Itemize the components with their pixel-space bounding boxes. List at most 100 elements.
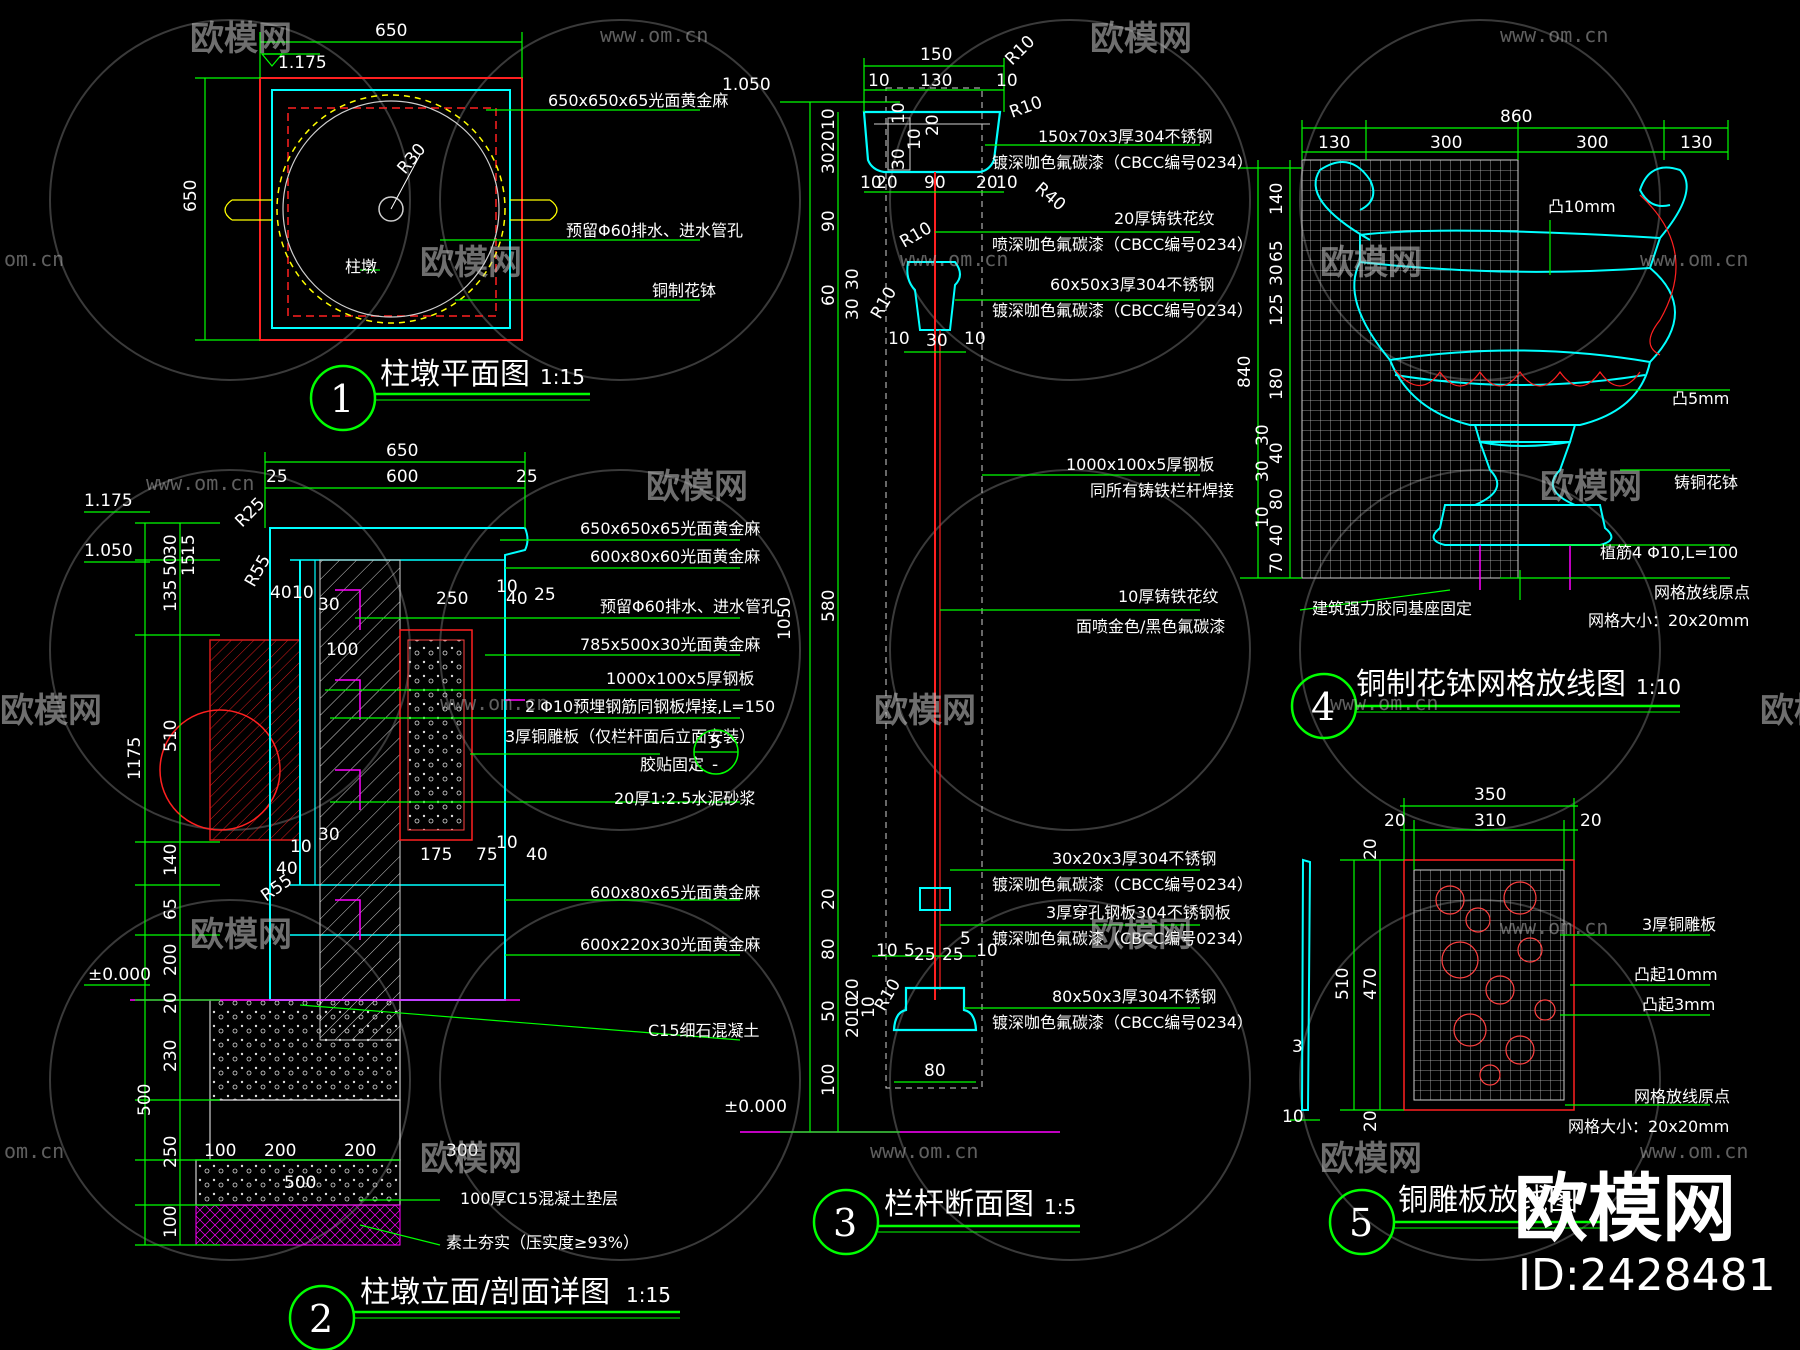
- d5-top-3: 20: [1580, 811, 1602, 831]
- d2-note-4: 1000x100x5厚钢板: [606, 669, 754, 688]
- watermark-url-2: om.cn: [4, 247, 64, 271]
- d5-left-0: 20: [1361, 838, 1381, 860]
- d3-top-6: R40: [1031, 179, 1069, 216]
- d2-number: 2: [309, 1297, 333, 1341]
- d2-scale: 1:15: [626, 1283, 671, 1307]
- d2-small-7: 10: [496, 577, 518, 597]
- d4-note-4: 网格放线原点: [1654, 583, 1750, 602]
- d3-left-15: 100: [819, 1064, 839, 1096]
- d4-note-3: 植筋4 Φ10,L=100: [1600, 543, 1738, 562]
- d2-small-5: 100: [326, 640, 358, 660]
- d2-left-dim-6: 140: [161, 844, 181, 876]
- d3-top-13: 30: [889, 148, 909, 170]
- d3-top-1: 10: [868, 71, 890, 91]
- d3-left-5: 30: [843, 268, 863, 290]
- d3-scale: 1:5: [1044, 1195, 1076, 1219]
- d4-left-0: 140: [1267, 183, 1287, 215]
- d3-left-10: 20: [843, 978, 863, 1000]
- d3-mid-3: 30: [926, 331, 948, 351]
- d1-note-3: 铜制花钵: [652, 281, 716, 300]
- d3-left-12: 10: [859, 996, 879, 1018]
- d2-elev-0: 1.175: [84, 491, 133, 511]
- d4-left-3: 125: [1267, 294, 1287, 326]
- d3-top-7: 10: [860, 173, 882, 193]
- d3-top-5: R10: [1007, 92, 1045, 122]
- d4-title: 铜制花钵网格放线图: [1356, 667, 1626, 702]
- drawing-2-elevation-section: 650 25 600 25 1.175 1.050 ±0.000 30 50 1…: [84, 441, 777, 1350]
- d3-left-3: 90: [819, 210, 839, 232]
- d1-number: 1: [330, 377, 354, 421]
- d3-note-0: 150x70x3厚304不锈钢: [1038, 127, 1213, 146]
- watermark-url-3: www.om.cn: [900, 247, 1008, 271]
- watermark-url-6: www.om.cn: [440, 691, 548, 715]
- d2-small-18: 100: [204, 1141, 236, 1161]
- d3-note-11: 镀深咖色氟碳漆（CBCC编号0234）: [992, 875, 1253, 894]
- d4-left-2: 30: [1267, 264, 1287, 286]
- d4-left-4: 180: [1267, 368, 1287, 400]
- d3-mid-4: 10: [964, 329, 986, 349]
- d3-left-0: 10: [819, 108, 839, 130]
- d3-note-12: 3厚穿孔钢板304不锈钢板: [1046, 903, 1231, 922]
- d2-small-0: R25: [231, 494, 269, 532]
- d4-top-0: 860: [1500, 107, 1532, 127]
- d3-elev-1: ±0.000: [724, 1097, 787, 1117]
- d5-left-4: 3: [1292, 1037, 1303, 1057]
- d2-small-19: 200: [264, 1141, 296, 1161]
- d1-dim-radius: R30: [394, 140, 431, 178]
- d3-top-9: 90: [924, 173, 946, 193]
- d2-small-17: 40: [526, 845, 548, 865]
- d5-note-1: 凸起10mm: [1634, 965, 1718, 984]
- d2-elev-1: 1.050: [84, 541, 133, 561]
- d2-left-dim-5: 510: [161, 720, 181, 752]
- d3-note-6: 1000x100x5厚钢板: [1066, 455, 1214, 474]
- d3-left-9: 80: [819, 938, 839, 960]
- d2-top-dim-2: 600: [386, 467, 418, 487]
- watermark-logo-8: 欧模网: [1760, 691, 1800, 731]
- d3-note-2: 20厚铸铁花纹: [1114, 209, 1214, 228]
- d1-dim-top: 650: [375, 21, 407, 41]
- d4-note-0: 凸10mm: [1548, 197, 1616, 216]
- watermark-logos: 欧模网 欧模网 欧模网 欧模网 欧模网 欧模网 欧模网 欧模网 欧模网 欧模网 …: [0, 19, 1800, 1179]
- d2-small-20: 200: [344, 1141, 376, 1161]
- d4-left-6: 40: [1267, 442, 1287, 464]
- d2-left-dim-3: 15: [179, 554, 199, 576]
- watermark-url-11: www.om.cn: [1640, 1139, 1748, 1163]
- d2-note-8: 20厚1:2.5水泥砂浆: [614, 789, 755, 808]
- watermark-logo-9: 欧模网: [190, 915, 292, 955]
- watermark-url-5: www.om.cn: [146, 471, 254, 495]
- watermark-url-9: om.cn: [4, 1139, 64, 1163]
- watermark-logo-12: 欧模网: [1320, 1139, 1422, 1179]
- watermark-url-1: www.om.cn: [1500, 23, 1608, 47]
- drawing-3-railing-section: 1.050 ±0.000 150 10 130 10 R10 R10 R40 1…: [722, 32, 1253, 1256]
- d4-scale: 1:10: [1636, 675, 1681, 699]
- d3-mid-7: 25: [914, 945, 936, 965]
- watermark-url-10: www.om.cn: [870, 1139, 978, 1163]
- d3-mid-8: 25: [942, 945, 964, 965]
- d2-left-dim-0: 30: [161, 534, 181, 556]
- watermark-logo-4: 欧模网: [646, 467, 748, 507]
- d3-note-10: 30x20x3厚304不锈钢: [1052, 849, 1216, 868]
- d2-small-11: 10: [290, 837, 312, 857]
- d2-small-8: 40: [506, 589, 528, 609]
- d5-left-2: 470: [1361, 968, 1381, 1000]
- d3-mid-1: R10: [867, 284, 901, 323]
- d3-note-14: 80x50x3厚304不锈钢: [1052, 987, 1216, 1006]
- d5-note-2: 凸起3mm: [1642, 995, 1715, 1014]
- d2-left-dim-2: 15: [179, 534, 199, 556]
- watermark-url-4: www.om.cn: [1640, 247, 1748, 271]
- d5-top-2: 310: [1474, 811, 1506, 831]
- d2-left-dim-7: 65: [161, 898, 181, 920]
- d2-left-dim-9: 20: [161, 992, 181, 1014]
- watermark-logo-1: 欧模网: [1090, 19, 1192, 59]
- d4-top-4: 130: [1680, 133, 1712, 153]
- watermark-logo-5: 欧模网: [1540, 467, 1642, 507]
- d3-note-15: 镀深咖色氟碳漆（CBCC编号0234）: [992, 1013, 1253, 1032]
- d1-note-2: 柱墩: [345, 257, 377, 276]
- d2-small-10: 30: [318, 825, 340, 845]
- d3-mid-2: 10: [888, 329, 910, 349]
- d3-top-14: 10: [905, 128, 925, 150]
- d3-left-7: 580: [819, 590, 839, 622]
- d3-elev-0: 1.050: [722, 75, 771, 95]
- d3-title: 栏杆断面图: [884, 1187, 1034, 1222]
